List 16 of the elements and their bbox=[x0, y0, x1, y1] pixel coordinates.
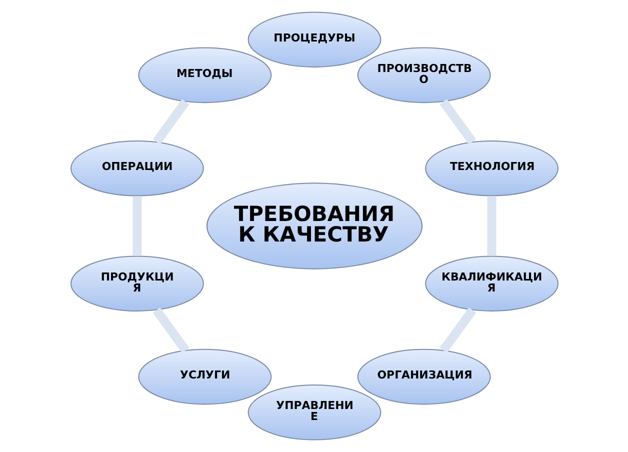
connector bbox=[439, 99, 476, 144]
connector bbox=[439, 307, 476, 353]
node-ellipse: ОПЕРАЦИИ bbox=[70, 140, 204, 196]
node-ellipse: ОРГАНИЗАЦИЯ bbox=[356, 348, 490, 405]
connector bbox=[132, 196, 142, 256]
node-ellipse: КВАЛИФИКАЦИ Я bbox=[424, 256, 558, 312]
node-ellipse: МЕТОДЫ bbox=[138, 47, 272, 104]
node-ellipse: ТЕХНОЛОГИЯ bbox=[424, 140, 558, 196]
node-ellipse: УПРАВЛЕНИ Е bbox=[247, 384, 381, 440]
node-ellipse: ПРОДУКЦИ Я bbox=[70, 256, 204, 312]
connector bbox=[486, 196, 496, 256]
node-ellipse: ПРОИЗВОДСТВ О bbox=[356, 47, 490, 104]
connector bbox=[152, 99, 189, 145]
node-ellipse: УСЛУГИ bbox=[138, 348, 272, 405]
node-ellipse: ТРЕБОВАНИЯ К КАЧЕСТВУ bbox=[206, 182, 422, 270]
connector bbox=[152, 308, 189, 353]
